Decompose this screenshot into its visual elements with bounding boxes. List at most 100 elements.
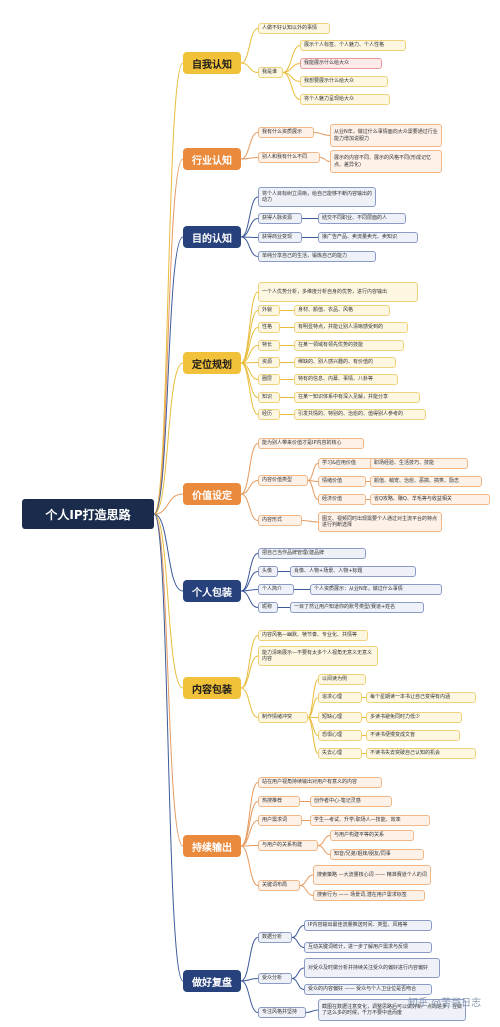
mindmap-node-text: 学生—考试、升学;职场人—技能、效率 bbox=[314, 817, 401, 824]
category-node: 定位规划 bbox=[183, 352, 241, 374]
mindmap-node-text: 在某一知识体系中有深入见解，并能分享 bbox=[298, 394, 389, 401]
mindmap-node-text: 制作情绪冲突 bbox=[262, 714, 293, 721]
connector-line bbox=[319, 157, 331, 162]
mindmap-node-text: 昵称 bbox=[262, 604, 273, 611]
mindmap-node: 将个人魅力呈现给大众 bbox=[300, 94, 390, 105]
mindmap-node-text: 互动关键词统计，进一步了解用户需求与反馈 bbox=[308, 944, 409, 951]
mindmap-node: 在某一领域有领先优势的技能 bbox=[294, 340, 404, 351]
category-node: 价值设定 bbox=[183, 483, 241, 505]
mindmap-node-text: 头像 bbox=[262, 568, 273, 575]
mindmap-node-text: 用户需求词 bbox=[262, 817, 288, 824]
mindmap-node-text: 站在用户视角持续输出对用户有意义的内容 bbox=[262, 779, 358, 786]
category-node: 自我认知 bbox=[183, 52, 241, 74]
mindmap-node: 内容形式 bbox=[258, 515, 302, 526]
mindmap-node-text: 学习&应用价值 bbox=[322, 460, 356, 467]
connector-line bbox=[291, 967, 305, 979]
mindmap-node: 展示个人标签、个人魅力、个人性格 bbox=[300, 40, 406, 51]
mindmap-node-text: 省Q攻略、赚Q、羊毛等与收益相关 bbox=[374, 496, 452, 503]
mindmap-node-text: 特长 bbox=[262, 342, 273, 349]
mindmap-node: 短缺心理 bbox=[318, 712, 362, 723]
connector-line bbox=[153, 513, 184, 982]
mindmap-node-text: 截图在数据注意变化，调整思路后可以做好新一点的进步，在做了这么多的时候，千万不要… bbox=[322, 1003, 463, 1016]
mindmap-node-text: 受众分析 bbox=[262, 975, 283, 982]
mindmap-node-text: 个人资质展示：从业N年，做过什么事情 bbox=[314, 586, 403, 593]
connector-line bbox=[240, 687, 259, 718]
connector-line bbox=[299, 874, 314, 886]
connector-line bbox=[240, 443, 259, 495]
mindmap-node: 外貌 bbox=[258, 305, 280, 316]
connector-line bbox=[240, 362, 259, 364]
mindmap-node-text: 接广告产品、卖流量卖光、卖知识 bbox=[322, 234, 398, 241]
mindmap-node: 数据分析 bbox=[258, 932, 292, 943]
mindmap-node-text: 单纯分享自己的生活，锻炼自己的能力 bbox=[262, 253, 348, 260]
mindmap-node: 引发共情的、特别的、治愈的、值得别人参考的 bbox=[294, 409, 426, 420]
mindmap-node: 获得人脉资源 bbox=[258, 213, 302, 224]
mindmap-node: 与用户的关系构建 bbox=[258, 840, 318, 851]
mindmap-node: 站在用户视角持续输出对用户有意义的内容 bbox=[258, 777, 382, 788]
connector-line bbox=[305, 1009, 319, 1013]
mindmap-node-text: 外貌 bbox=[262, 307, 273, 314]
central-topic: 个人IP打造思路 bbox=[22, 499, 154, 529]
connector-line bbox=[240, 362, 259, 415]
mindmap-node: 将个人目标树立清晰，给自己能够不断内容输出的动力 bbox=[258, 187, 376, 207]
connector-line bbox=[291, 978, 305, 990]
mindmap-node: 我有什么资质展示 bbox=[258, 127, 314, 138]
mindmap-node: 专注风格并坚持 bbox=[258, 1007, 306, 1018]
mindmap-node-text: 经历 bbox=[262, 411, 273, 418]
mindmap-node: 不读书便慢变成文盲 bbox=[366, 730, 460, 741]
mindmap-node: 昵称 bbox=[258, 602, 278, 613]
mindmap-node: 头像 bbox=[258, 566, 278, 577]
mindmap-node: 热搜推荐 bbox=[258, 796, 300, 807]
mindmap-node-text: 受众的内容偏好 —— 受众与个人卫业位是否吻合 bbox=[308, 986, 417, 993]
mindmap-node-text: 专注风格并坚持 bbox=[262, 1009, 298, 1016]
mindmap-node-text: 结交不同职业、不同层面的人 bbox=[322, 215, 388, 222]
category-node: 目的认知 bbox=[183, 226, 241, 248]
connector-line bbox=[240, 291, 259, 364]
mindmap-node: 受众的内容偏好 —— 受众与个人卫业位是否吻合 bbox=[304, 984, 432, 995]
connector-line bbox=[317, 835, 331, 846]
mindmap-node-text: 搜索行为 —— 场景词,潜在用户需求标签 bbox=[317, 892, 407, 899]
mindmap-node-text: 情绪价值 bbox=[322, 478, 343, 485]
connector-line bbox=[240, 937, 259, 982]
watermark: 知乎 @苦哥日志 bbox=[408, 998, 482, 1009]
mindmap-node: 搜索策略 —大流量核心词 —— 精准赛道个人的词 bbox=[313, 865, 431, 885]
mindmap-node-text: 把自己当作品牌管理(建品牌 bbox=[262, 550, 324, 557]
connector-line bbox=[240, 28, 259, 64]
category-node: 持续输出 bbox=[183, 835, 241, 857]
mindmap-node: 不读书失去突破自己认知的机会 bbox=[366, 748, 476, 759]
connector-line bbox=[299, 885, 314, 896]
mindmap-node: 以阅读为例 bbox=[318, 674, 366, 685]
connector-line bbox=[307, 717, 319, 754]
mindmap-node-text: 知音/兄弟/姐妹/朋友/同事 bbox=[334, 851, 391, 858]
mindmap-node: 颜值、萌宠、治愈、恶搞、搞笑、励志 bbox=[370, 476, 482, 487]
mindmap-node: 我想要展示什么给大众 bbox=[300, 76, 388, 87]
category-node: 行业认知 bbox=[183, 148, 241, 170]
mindmap-node-text: 一个人优势分析，多维度分析自身的优势，进行内容输出 bbox=[262, 288, 388, 295]
mindmap-node-text: 特有的信息、内幕、事情、八卦等 bbox=[298, 376, 374, 383]
mindmap-node: IP内容输出最佳流量推送时间、类型、风格等 bbox=[304, 920, 432, 931]
connector-line bbox=[153, 493, 184, 515]
mindmap-node: 内容价值类型 bbox=[258, 475, 308, 486]
mindmap-node: 特有的信息、内幕、事情、八卦等 bbox=[294, 374, 398, 385]
mindmap-node: 一目了然让用户知道你的账号类型(赛道+姓名 bbox=[290, 602, 424, 613]
mindmap-node: 对受众及时做分析并持续关注受众的偏好进行内容偏好 bbox=[304, 958, 440, 978]
mindmap-node: 获得商业变现 bbox=[258, 232, 302, 243]
mindmap-node: 职场经验、生活技巧、技能 bbox=[370, 458, 468, 469]
connector-line bbox=[240, 571, 259, 592]
connector-line bbox=[240, 635, 259, 689]
connector-line bbox=[240, 132, 259, 160]
mindmap-node: 学生—考试、升学;职场人—技能、效率 bbox=[310, 815, 430, 826]
mindmap-node: 内容风格—幽默、犊节奏、专业化、共情等 bbox=[258, 630, 368, 641]
mindmap-node-text: 我想要展示什么给大众 bbox=[304, 78, 355, 85]
mindmap-node: 能力清晰展示—不要有太多个人视角无意义无意义内容 bbox=[258, 646, 378, 666]
mindmap-node: 关键词布局 bbox=[258, 880, 300, 891]
mindmap-node: 身材、颜值、衣品、风格 bbox=[294, 305, 390, 316]
mindmap-node: 与用户构建平等的关系 bbox=[330, 830, 414, 841]
mindmap-node: 资源 bbox=[258, 357, 280, 368]
mindmap-node: 圈层 bbox=[258, 374, 280, 385]
connector-line bbox=[291, 937, 305, 948]
mindmap-node: 个人简介 bbox=[258, 584, 294, 595]
mindmap-node-text: 性格 bbox=[262, 324, 273, 331]
mindmap-node: 我能展示什么给大众 bbox=[300, 58, 382, 69]
mindmap-node-text: 圈层 bbox=[262, 376, 273, 383]
